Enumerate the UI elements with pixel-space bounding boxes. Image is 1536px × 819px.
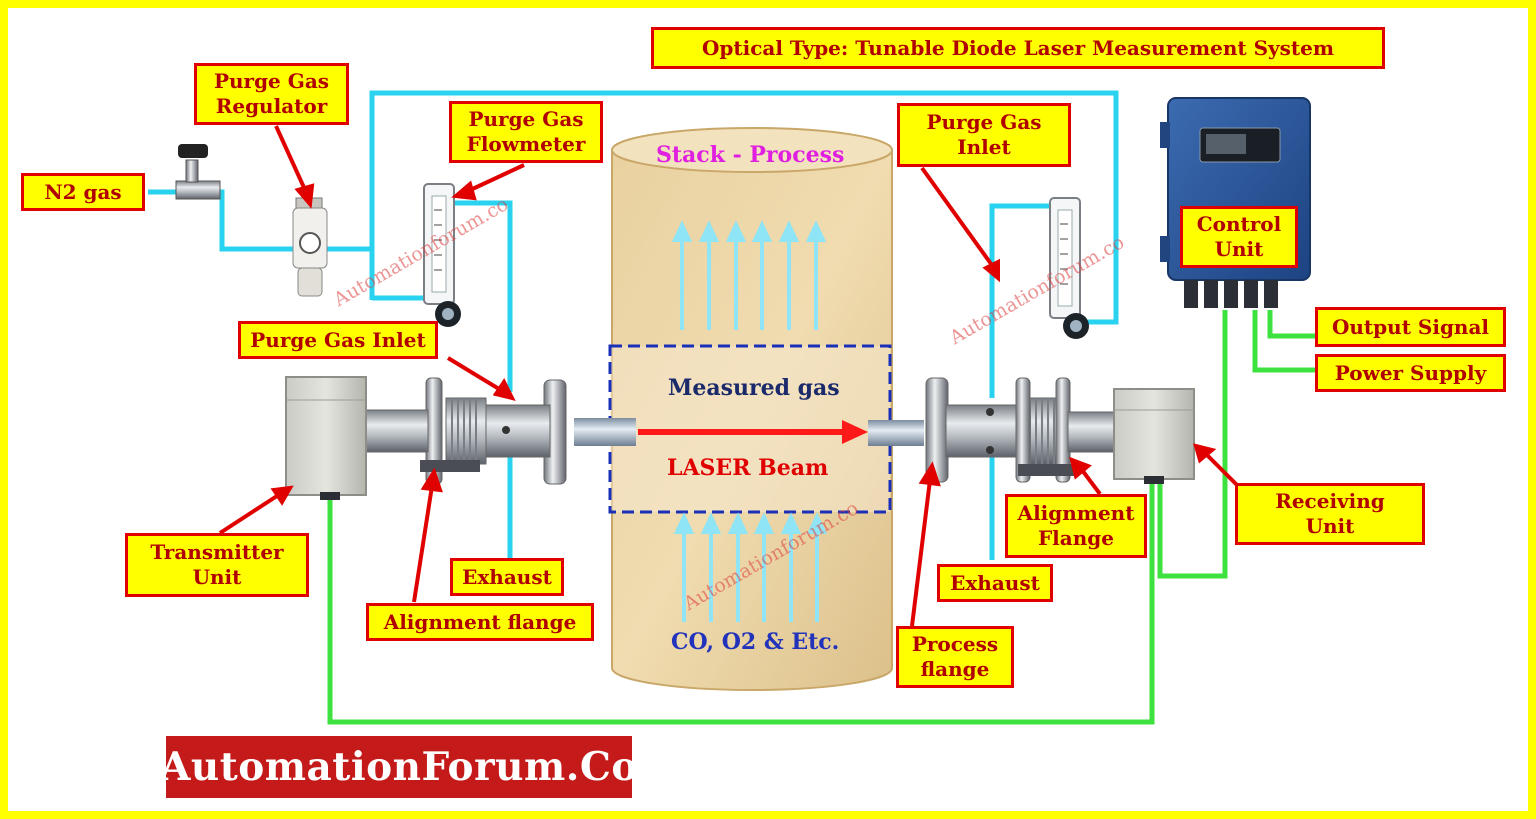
- alignment-flange-right-label: Alignment Flange: [1005, 494, 1147, 558]
- exhaust-left-label: Exhaust: [450, 558, 564, 596]
- output-signal-cable: [1267, 310, 1316, 339]
- laser-beam-text: LASER Beam: [667, 455, 829, 481]
- right-flowmeter-outlet: [989, 203, 1058, 398]
- purge-gas-regulator-label: Purge Gas Regulator: [194, 63, 349, 125]
- transmitter-to-receiver-cable: [327, 478, 1155, 725]
- process-stack: [608, 127, 893, 691]
- power-supply-cable: [1252, 310, 1316, 373]
- exhaust-right-label: Exhaust: [937, 564, 1053, 602]
- purge-gas-flowmeter-label: Purge Gas Flowmeter: [449, 101, 603, 163]
- needle-valve: [175, 144, 221, 200]
- measured-gas-text: Measured gas: [668, 375, 840, 401]
- purge-gas-regulator-device: [292, 197, 328, 297]
- pointer-arrows: [218, 125, 1242, 627]
- alignment-flange-left-label: Alignment flange: [366, 603, 594, 641]
- left-flowmeter-outlet: [452, 200, 513, 392]
- receiver-to-control-cable: [1157, 310, 1228, 579]
- process-flange-label: Process flange: [896, 626, 1014, 688]
- purge-gas-inlet-right-label: Purge Gas Inlet: [897, 103, 1071, 167]
- receiving-unit-label: Receiving Unit: [1235, 483, 1425, 545]
- n2-supply-line: [148, 189, 372, 252]
- stack-gases-text: CO, O2 & Etc.: [671, 629, 840, 655]
- receiver-assembly: [868, 377, 1195, 484]
- signal-lines: [327, 310, 1316, 725]
- control-unit-label: Control Unit: [1180, 206, 1298, 268]
- right-flowmeter-device: [1049, 197, 1089, 339]
- transmitter-assembly: [285, 376, 636, 500]
- output-signal-label: Output Signal: [1315, 307, 1506, 347]
- stack-process-text: Stack - Process: [656, 142, 845, 168]
- control-unit-enclosure: [1160, 97, 1311, 308]
- power-supply-label: Power Supply: [1315, 354, 1506, 392]
- brand-banner: AutomationForum.Co: [160, 736, 637, 798]
- purge-header-line: [369, 90, 1119, 325]
- laser-beam: [638, 420, 868, 444]
- title-label: Optical Type: Tunable Diode Laser Measur…: [651, 27, 1385, 69]
- n2-gas-label: N2 gas: [21, 173, 145, 211]
- flow-arrows-upper: [671, 220, 827, 330]
- left-flowmeter-device: [423, 183, 461, 327]
- purge-gas-inlet-left-label: Purge Gas Inlet: [238, 321, 438, 359]
- transmitter-unit-box: [285, 376, 367, 496]
- flow-arrows-lower: [673, 512, 828, 622]
- receiving-unit-box: [1113, 388, 1195, 480]
- transmitter-unit-label: Transmitter Unit: [125, 533, 309, 597]
